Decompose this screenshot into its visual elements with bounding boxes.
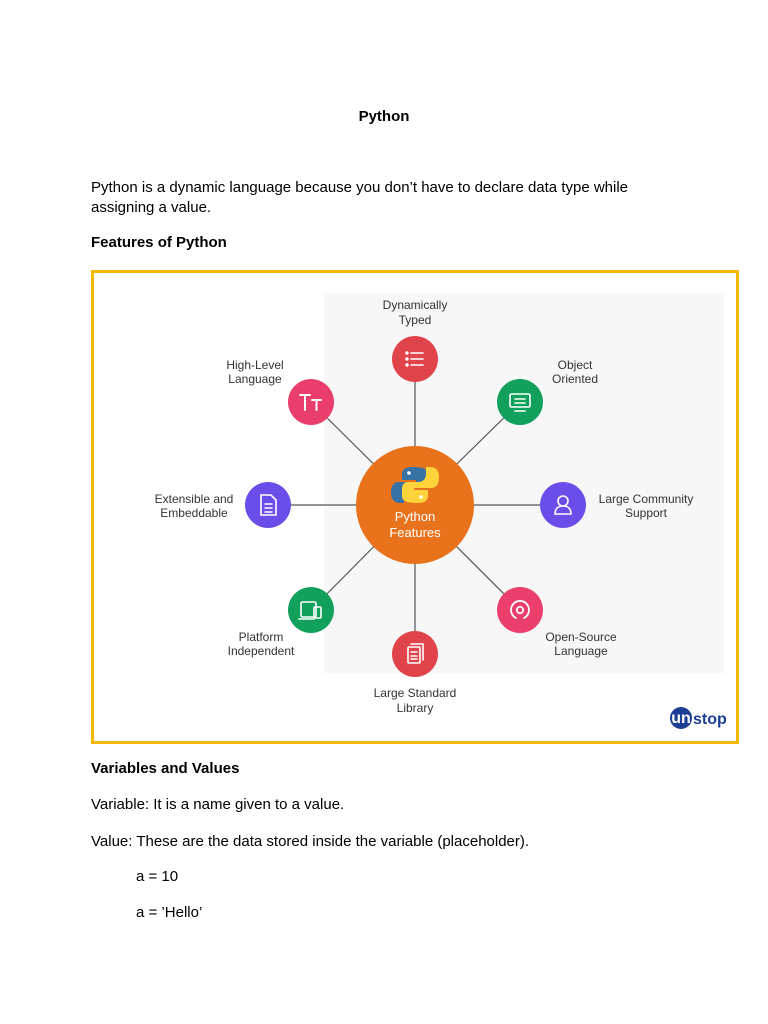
center-node: Python Features xyxy=(356,446,474,564)
feature-label-object-oriented-2: Oriented xyxy=(552,372,598,386)
feature-circle-large-community-support xyxy=(540,482,586,528)
feature-label-platform-independent-1: Platform xyxy=(239,630,284,644)
feature-label-open-source-language-2: Language xyxy=(554,644,608,658)
variable-definition: Variable: It is a name given to a value. xyxy=(91,796,345,813)
feature-circle-extensible-embeddable xyxy=(245,482,291,528)
feature-label-dynamically-typed-1: Dynamically xyxy=(383,298,448,312)
feature-node-high-level-language: High-Level Language xyxy=(226,358,334,425)
feature-node-object-oriented: Object Oriented xyxy=(497,358,598,425)
center-label-line-1: Python xyxy=(395,509,435,524)
feature-label-high-level-language-2: Language xyxy=(228,372,282,386)
intro-line-1: Python is a dynamic language because you… xyxy=(91,179,629,196)
code-example-int: a = 10 xyxy=(136,868,179,885)
feature-label-open-source-language-1: Open-Source xyxy=(545,630,617,644)
feature-node-large-standard-library: Large Standard Library xyxy=(374,631,457,715)
devices-icon xyxy=(298,601,322,620)
feature-node-platform-independent: Platform Independent xyxy=(228,587,334,658)
feature-circle-open-source-language xyxy=(497,587,543,633)
center-circle xyxy=(356,446,474,564)
python-logo-icon xyxy=(391,467,439,503)
feature-node-dynamically-typed: Dynamically Typed xyxy=(383,298,448,382)
unstop-logo-badge xyxy=(670,707,692,729)
books-icon xyxy=(407,643,424,664)
open-source-icon xyxy=(510,600,530,619)
feature-circle-object-oriented xyxy=(497,379,543,425)
value-definition: Value: These are the data stored inside … xyxy=(91,833,530,850)
document-icon xyxy=(260,494,277,516)
feature-label-large-standard-library-1: Large Standard xyxy=(374,686,457,700)
feature-circle-high-level-language xyxy=(288,379,334,425)
user-icon xyxy=(554,495,572,515)
feature-node-extensible-embeddable: Extensible and Embeddable xyxy=(155,482,291,528)
feature-node-large-community-support: Large Community Support xyxy=(540,482,693,528)
intro-paragraph: Python is a dynamic language because you… xyxy=(91,178,691,218)
features-figure: Python Features Dynamically Typed xyxy=(91,270,739,744)
feature-label-extensible-embeddable-1: Extensible and xyxy=(155,492,234,506)
feature-label-object-oriented-1: Object xyxy=(558,358,593,372)
feature-label-platform-independent-2: Independent xyxy=(228,644,295,658)
feature-label-extensible-embeddable-2: Embeddable xyxy=(160,506,228,520)
feature-circle-large-standard-library xyxy=(392,631,438,677)
unstop-logo-prefix: un xyxy=(671,710,691,727)
intro-line-2: assigning a value. xyxy=(91,199,212,216)
feature-label-large-standard-library-2: Library xyxy=(397,701,434,715)
feature-label-dynamically-typed-2: Typed xyxy=(399,313,432,327)
text-type-icon xyxy=(299,394,322,411)
features-heading: Features of Python xyxy=(91,234,227,251)
document-title: Python xyxy=(358,108,410,125)
monitor-icon xyxy=(509,393,531,412)
feature-circle-platform-independent xyxy=(288,587,334,633)
variables-heading: Variables and Values xyxy=(91,760,240,777)
feature-label-large-community-support-2: Support xyxy=(625,506,668,520)
features-diagram: Python Features Dynamically Typed xyxy=(155,293,727,729)
unstop-logo: un stop xyxy=(670,707,727,729)
code-example-string: a = ’Hello’ xyxy=(136,904,203,921)
feature-label-high-level-language-1: High-Level xyxy=(226,358,283,372)
unstop-logo-suffix: stop xyxy=(693,711,727,728)
center-label-line-2: Features xyxy=(389,525,441,540)
feature-node-open-source-language: Open-Source Language xyxy=(497,587,617,658)
feature-label-large-community-support-1: Large Community xyxy=(599,492,694,506)
list-icon xyxy=(405,351,424,367)
